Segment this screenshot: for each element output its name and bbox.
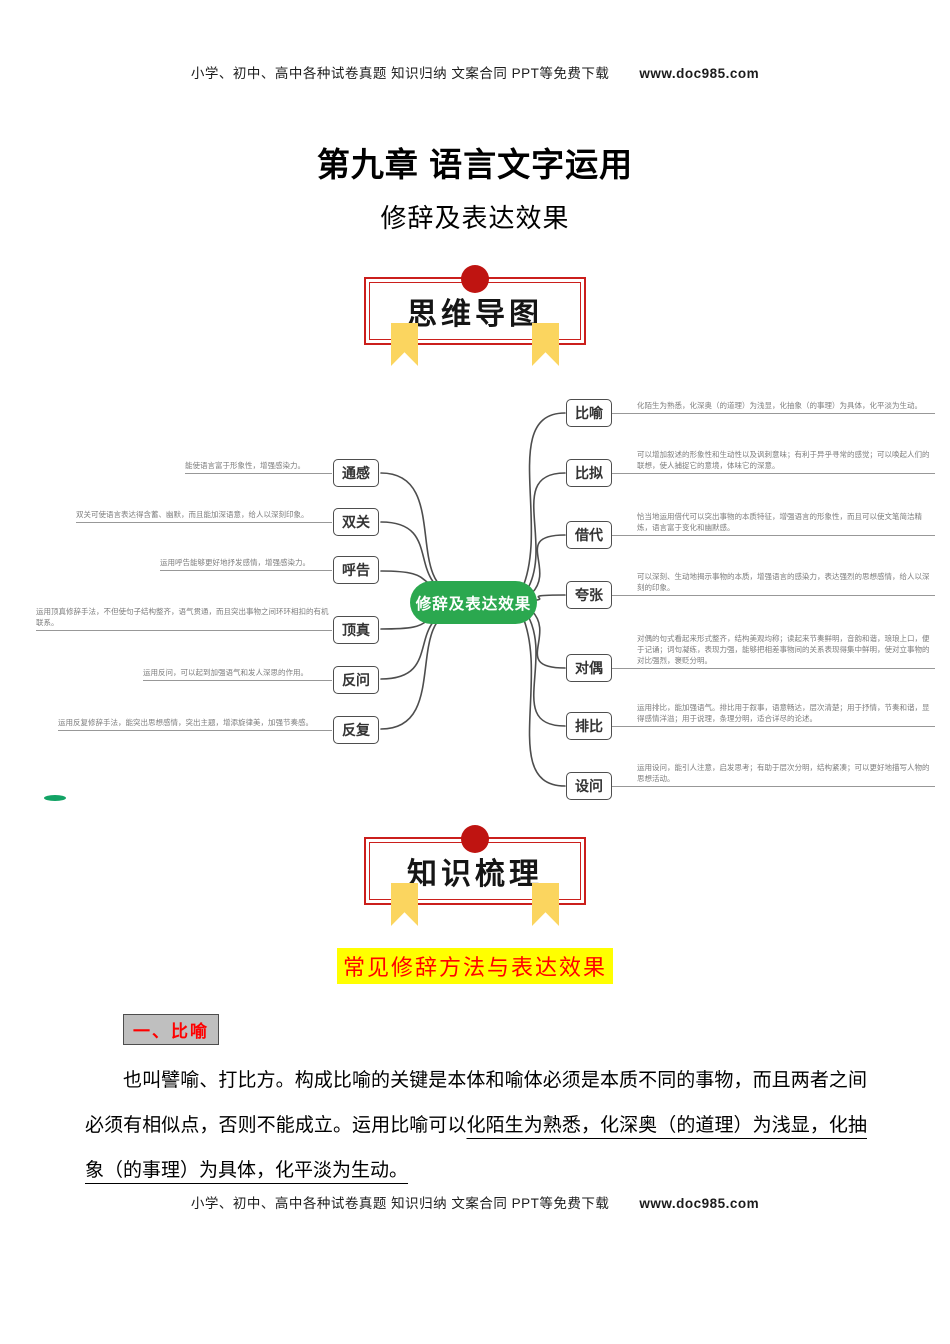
mm-node-duiou: 对偶 — [566, 654, 612, 682]
mm-desc-tonggan: 能使语言富于形象性，增强感染力。 — [185, 460, 332, 474]
mm-desc-duiou: 对偶的句式看起来形式整齐，结构美观均称；读起来节奏鲜明，音韵和谐，琅琅上口，便于… — [611, 633, 935, 669]
mm-desc-paibi: 运用排比，能加强语气。排比用于叙事，语意畅达，层次清楚；用于抒情，节奏和谐，显得… — [611, 702, 935, 727]
branch-curve — [536, 594, 566, 601]
mm-node-fanwen: 反问 — [333, 666, 379, 694]
page-footer: 小学、初中、高中各种试卷真题 知识归纳 文案合同 PPT等免费下载 www.doc… — [0, 1192, 950, 1212]
branch-curve — [531, 610, 566, 669]
mm-desc-fanfu: 运用反复修辞手法，能突出思想感情，突出主题，增添旋律美，加强节奏感。 — [58, 717, 332, 731]
mm-desc-kuazhang: 可以深刻、生动地揭示事物的本质，增强语言的感染力，表达强烈的思想感情，给人以深刻… — [611, 571, 935, 596]
mm-desc-shuangguan: 双关可使语言表达得含蓄、幽默，而且能加深语意，给人以深刻印象。 — [76, 509, 332, 523]
mm-node-hugao: 呼告 — [333, 556, 379, 584]
highlighted-title: 常见修辞方法与表达效果 — [336, 948, 613, 984]
branch-curve — [521, 614, 566, 787]
mm-node-paibi: 排比 — [566, 712, 612, 740]
mm-node-kuazhang: 夸张 — [566, 581, 612, 609]
paragraph-underlined-text: 化陌生为熟悉，化深奥（的道理）为浅显，化抽象（的事理）为具体，化平淡为生动。 — [85, 1115, 867, 1181]
mm-desc-shewen: 运用设问，能引人注意，启发思考；有助于层次分明，结构紧凑；可以更好地描写人物的思… — [611, 762, 935, 787]
mindmap-banner-title: 思维导图 — [369, 282, 581, 340]
section-heading-biyu: 一、比喻 — [123, 1014, 219, 1045]
mm-desc-hugao: 运用呼告能够更好地抒发感情，增强感染力。 — [160, 557, 332, 571]
mm-desc-jiedai: 恰当地运用借代可以突出事物的本质特征，增强语言的形象性，而且可以使文笔简洁精炼，… — [611, 511, 935, 536]
page-subtitle: 修辞及表达效果 — [380, 203, 570, 233]
mm-node-bini: 比拟 — [566, 459, 612, 487]
paragraph-text: 也叫譬喻、打比方。构成比喻的关键是本体和喻体必须是本质不同的事物，而且两者之间必… — [85, 1070, 867, 1136]
branch-curve — [526, 613, 566, 727]
chapter-title: 第九章 语言文字运用 — [316, 146, 634, 183]
header-slogan: 小学、初中、高中各种试卷真题 知识归纳 文案合同 PPT等免费下载 — [190, 66, 610, 81]
mm-node-jiedai: 借代 — [566, 521, 612, 549]
mm-node-dingzhen: 顶真 — [333, 616, 379, 644]
branch-curve — [521, 412, 566, 590]
mm-node-fanfu: 反复 — [333, 716, 379, 744]
header-site-link[interactable]: www.doc985.com — [639, 66, 760, 81]
ribbon-left-icon — [391, 323, 418, 366]
green-sliver-decoration — [44, 795, 66, 801]
banner-dot-icon — [461, 265, 489, 293]
branch-curve — [380, 609, 457, 730]
mm-desc-dingzhen: 运用顶真修辞手法，不但使句子结构整齐，语气贯通，而且突出事物之间环环相扣的有机联… — [36, 606, 332, 631]
body-paragraph: 也叫譬喻、打比方。构成比喻的关键是本体和喻体必须是本质不同的事物，而且两者之间必… — [85, 1058, 867, 1193]
branch-curve — [531, 534, 566, 594]
footer-slogan: 小学、初中、高中各种试卷真题 知识归纳 文案合同 PPT等免费下载 — [190, 1196, 610, 1211]
highlighted-title-row: 常见修辞方法与表达效果 — [0, 948, 950, 984]
banner-dot-icon — [461, 825, 489, 853]
mm-desc-fanwen: 运用反问，可以起到加强语气和发人深思的作用。 — [143, 667, 332, 681]
mm-node-tonggan: 通感 — [333, 459, 379, 487]
ribbon-right-icon — [532, 883, 559, 926]
mm-node-shewen: 设问 — [566, 772, 612, 800]
footer-site-link[interactable]: www.doc985.com — [639, 1196, 760, 1211]
mm-node-shuangguan: 双关 — [333, 508, 379, 536]
ribbon-right-icon — [532, 323, 559, 366]
ribbon-left-icon — [391, 883, 418, 926]
mm-node-biyu: 比喻 — [566, 399, 612, 427]
mindmap-banner: 思维导图 — [364, 265, 586, 366]
mm-desc-bini: 可以增加叙述的形象性和生动性以及讽刺意味；有利于异乎寻常的感觉；可以唤起人们的联… — [611, 449, 935, 474]
knowledge-banner: 知识梳理 — [364, 825, 586, 926]
mindmap-diagram: 修辞及表达效果 通感 双关 呼告 顶真 反问 反复 能使语言富于形象性，增强感染… — [0, 375, 950, 815]
mindmap-center-node: 修辞及表达效果 — [410, 581, 537, 624]
page-header: 小学、初中、高中各种试卷真题 知识归纳 文案合同 PPT等免费下载 www.doc… — [0, 62, 950, 82]
branch-curve — [526, 472, 566, 591]
mm-desc-biyu: 化陌生为熟悉，化深奥（的道理）为浅显，化抽象（的事理）为具体，化平淡为生动。 — [611, 400, 935, 414]
